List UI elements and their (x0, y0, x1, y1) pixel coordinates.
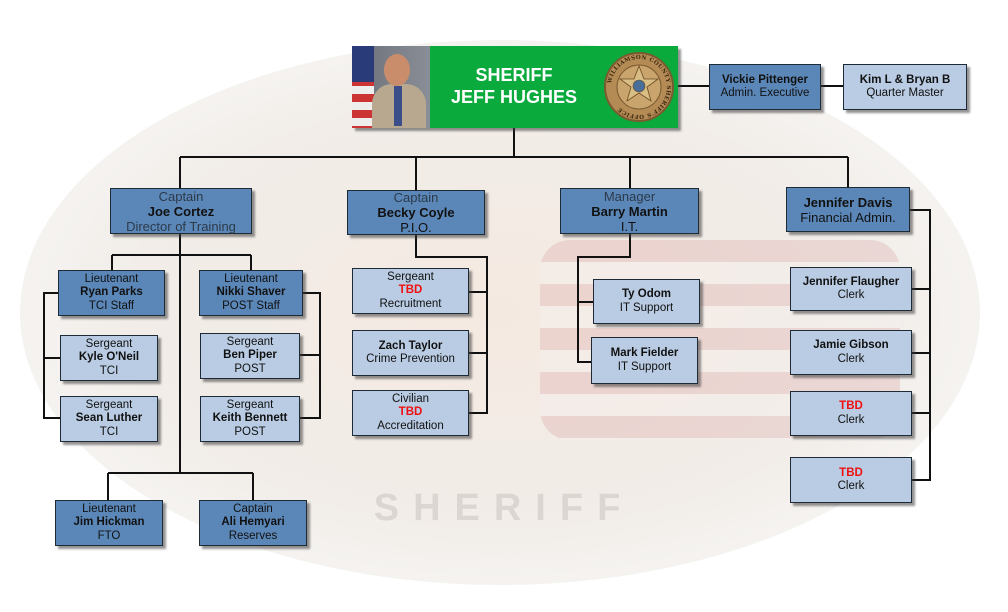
box-line: Nikki Shaver (216, 286, 286, 299)
box-line: Clerk (837, 289, 865, 301)
box-line-primary: Captain (393, 190, 439, 205)
sheriff-box: SHERIFF JEFF HUGHES WILLIAMSON COUNTY SH… (352, 46, 678, 128)
box-line-primary: Mark Fielder (610, 347, 679, 359)
box-line: Joe Cortez (147, 203, 215, 219)
box-line: Clerk (837, 352, 865, 365)
box-line-primary: TBD (839, 400, 863, 412)
box-line-primary: Vickie Pittenger (721, 73, 809, 86)
watermark-text: SHERIFF (373, 487, 635, 529)
box-line: Ben Piper (223, 349, 277, 362)
box-line-primary: Sergeant (85, 398, 133, 411)
box-line: FTO (97, 529, 121, 542)
box-line: POST Staff (222, 299, 280, 312)
box-line-primary: Kim L & Bryan B (859, 73, 951, 86)
box-line: Becky Coyle (377, 205, 455, 220)
box-line-primary: Civilian (391, 392, 430, 405)
box-line-primary: TBD (839, 466, 863, 479)
box-line: Reserves (228, 529, 278, 542)
box-line: Admin. Executive (720, 87, 810, 99)
connector-main (179, 128, 849, 190)
sheriff-star-badge-icon: WILLIAMSON COUNTY SHERIFF'S OFFICE (604, 52, 674, 122)
sheriff-rank: SHERIFF (475, 65, 553, 85)
sheriff-title: SHERIFF JEFF HUGHES (430, 64, 598, 108)
box-line: Ryan Parks (80, 286, 143, 299)
box-line-primary: Lieutenant (82, 502, 136, 515)
box-line: Clerk (837, 413, 865, 426)
box-line: TCI (99, 425, 119, 438)
box-line: Ali Hemyari (221, 516, 285, 529)
box-line: Sean Luther (75, 412, 143, 425)
box-line: Director of Training (126, 218, 236, 234)
connector-it (577, 234, 631, 363)
box-line-primary: Lieutenant (224, 272, 278, 285)
box-line: I.T. (620, 218, 639, 234)
box-line: POST (234, 425, 266, 438)
box-line-primary: Zach Taylor (378, 339, 443, 352)
box-line: TBD (398, 284, 423, 297)
us-flag-icon (352, 46, 374, 128)
box-line-primary: Sergeant (226, 398, 274, 411)
box-line-primary: Sergeant (226, 335, 274, 348)
box-line: Financial Admin. (800, 209, 896, 225)
box-line: TCI (99, 364, 119, 377)
box-line-primary: Captain (158, 188, 204, 204)
box-line-primary: Manager (603, 188, 656, 204)
box-line: Quarter Master (866, 87, 944, 99)
box-line-primary: Jamie Gibson (813, 339, 889, 351)
connector-pio (415, 235, 488, 414)
box-line-primary: Jennifer Davis (803, 194, 893, 210)
box-line: Kyle O'Neil (78, 351, 140, 364)
box-line: Clerk (837, 480, 865, 492)
box-line-primary: Sergeant (85, 337, 133, 350)
box-line: TCI Staff (88, 299, 135, 312)
box-line: Barry Martin (591, 203, 668, 219)
connector-post (300, 292, 321, 419)
connector-finance (910, 209, 931, 481)
box-line: TBD (398, 406, 423, 419)
box-line: Recruitment (379, 297, 442, 310)
sheriff-name: JEFF HUGHES (450, 87, 578, 107)
sheriff-photo (352, 46, 430, 128)
box-line: IT Support (617, 360, 672, 373)
box-line-primary: Lieutenant (84, 272, 139, 285)
box-line: Accreditation (377, 419, 444, 432)
box-line: Crime Prevention (366, 353, 455, 365)
connector-tci (43, 292, 60, 419)
box-line: Jim Hickman (73, 516, 145, 529)
box-line: POST (234, 362, 266, 375)
box-line-primary: Captain (233, 502, 273, 515)
box-line-primary: Ty Odom (622, 288, 671, 300)
box-line: IT Support (619, 301, 674, 314)
box-line: P.I.O. (400, 220, 432, 235)
box-line-primary: Jennifer Flaugher (802, 275, 900, 288)
connector-training (107, 234, 254, 500)
box-line: Keith Bennett (212, 412, 288, 425)
box-line-primary: Sergeant (387, 270, 434, 283)
